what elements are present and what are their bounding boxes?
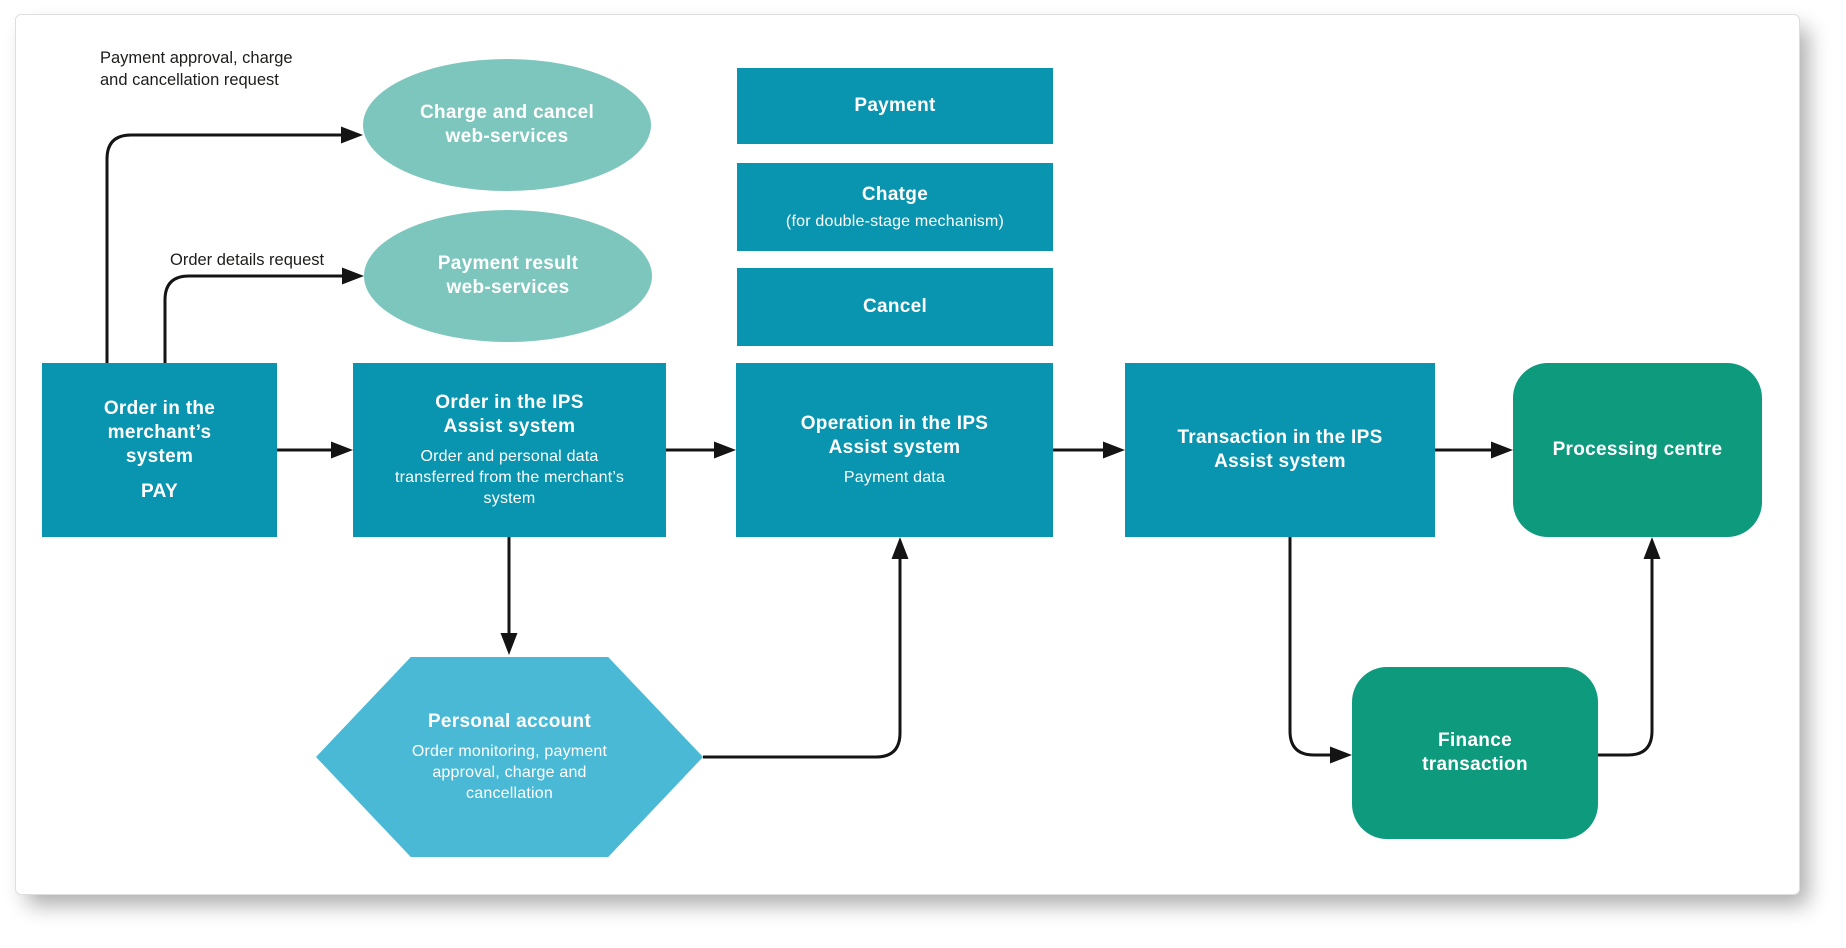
node-title: Chatge [861,183,929,205]
node-title: Charge and cancel web-services [419,102,595,147]
node-subtitle: (for double-stage mechanism) [785,212,1005,230]
node-title: Order in the merchant’s system [103,398,216,467]
node-subtitle: PAY [140,481,179,502]
node-subtitle: Order monitoring, payment approval, char… [411,743,608,802]
node-operation-in-ips-assist-system: Operation in the IPS Assist system Payme… [736,363,1053,537]
node-subtitle: Order and personal data transferred from… [394,448,625,507]
label-order-details-request: Order details request [170,251,325,269]
node-transaction-in-ips-assist-system: Transaction in the IPS Assist system [1125,363,1435,537]
node-title: Finance transaction [1422,730,1528,775]
node-cancel: Cancel [737,268,1053,346]
node-title: Transaction in the IPS Assist system [1177,427,1383,472]
node-processing-centre: Processing centre [1513,363,1762,537]
node-subtitle: Payment data [843,469,946,486]
node-title: Operation in the IPS Assist system [800,413,989,458]
node-charge-and-cancel-web-services: Charge and cancel web-services [363,59,651,191]
node-payment-result-web-services: Payment result web-services [364,210,652,342]
node-chatge: Chatge (for double-stage mechanism) [737,163,1053,251]
node-order-in-merchant-system: Order in the merchant’s system PAY [42,363,277,537]
label-payment-approval-request: Payment approval, charge and cancellatio… [100,49,293,89]
node-payment: Payment [737,68,1053,144]
node-personal-account: Personal account Order monitoring, payme… [316,657,703,857]
node-title: Cancel [862,296,928,317]
node-title: Payment [854,95,936,116]
node-finance-transaction: Finance transaction [1352,667,1598,839]
node-title: Order in the IPS Assist system [435,392,584,437]
node-title: Payment result web-services [437,253,579,298]
node-title: Processing centre [1552,439,1723,460]
node-title: Personal account [427,711,592,732]
node-order-in-ips-assist-system: Order in the IPS Assist system Order and… [353,363,666,537]
